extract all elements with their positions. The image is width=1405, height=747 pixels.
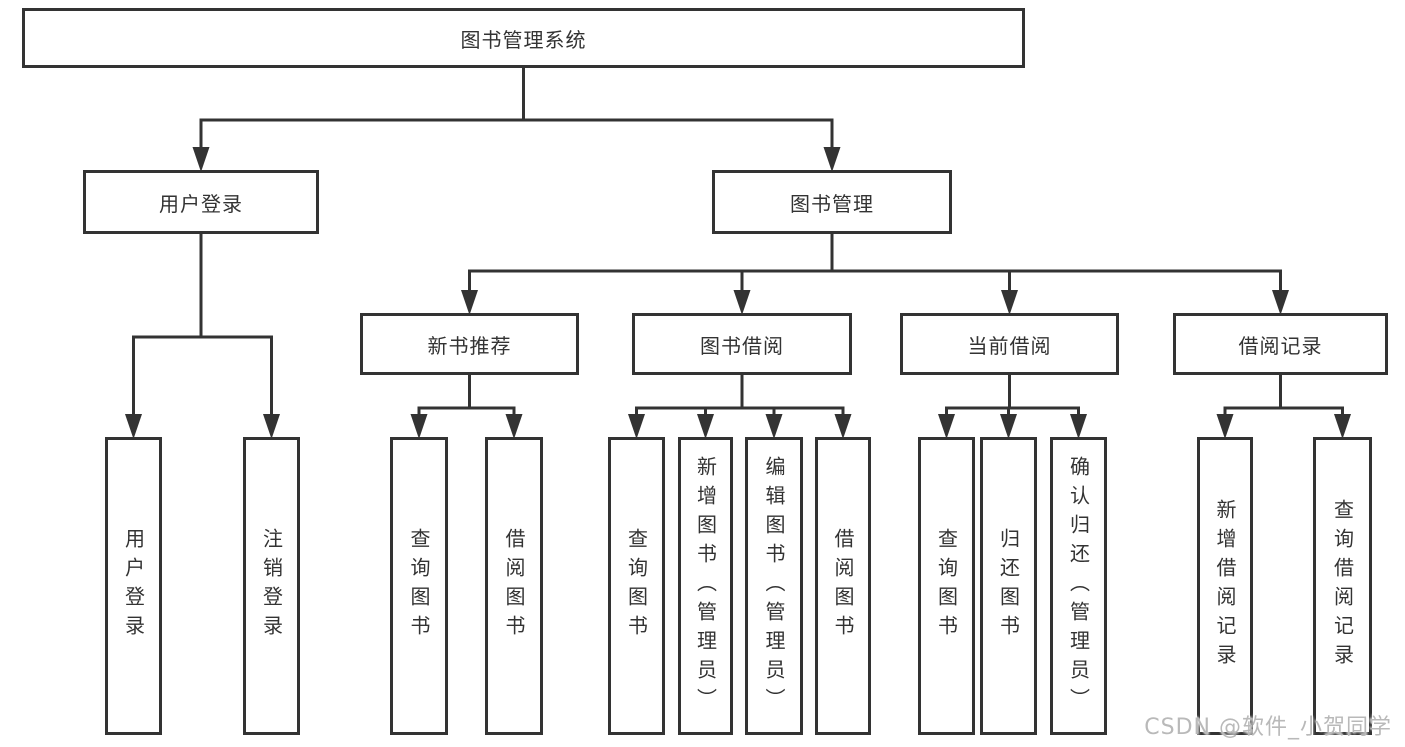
node-br-add: 新增借阅记录	[1197, 437, 1253, 735]
node-bb-borrow: 借阅图书	[815, 437, 871, 735]
node-label: 图书管理	[790, 191, 874, 216]
node-book-mgmt: 图书管理	[712, 170, 952, 234]
node-label: 查询图书	[624, 528, 649, 644]
node-new-books: 新书推荐	[360, 313, 579, 375]
node-label: 借阅记录	[1238, 333, 1323, 358]
node-label: 用户登录	[121, 528, 146, 644]
node-book-borrow: 图书借阅	[632, 313, 852, 375]
node-label: 查询图书	[407, 528, 431, 644]
node-nb-query: 查询图书	[390, 437, 448, 735]
node-label: 注销登录	[259, 528, 284, 644]
node-label: 新书推荐	[427, 333, 512, 358]
node-label: 借阅图书	[831, 528, 855, 644]
node-cb-return: 归还图书	[980, 437, 1037, 735]
node-logout: 注销登录	[243, 437, 300, 735]
node-cb-query: 查询图书	[918, 437, 975, 735]
node-bb-add: 新增图书（管理员）	[678, 437, 733, 735]
node-label: 用户登录	[159, 191, 243, 216]
watermark: CSDN @软件_小贺同学	[1144, 715, 1392, 740]
node-label: 查询借阅记录	[1330, 499, 1355, 673]
node-label: 查询图书	[934, 528, 959, 644]
node-login: 用户登录	[105, 437, 162, 735]
node-user-login: 用户登录	[83, 170, 319, 234]
node-label: 借阅图书	[502, 528, 526, 644]
node-label: 图书管理系统	[460, 27, 587, 52]
node-nb-borrow: 借阅图书	[485, 437, 543, 735]
node-current-borrow: 当前借阅	[900, 313, 1119, 375]
node-borrow-records: 借阅记录	[1173, 313, 1388, 375]
node-label: 图书借阅	[700, 333, 784, 358]
node-bb-edit: 编辑图书（管理员）	[745, 437, 803, 735]
node-bb-query: 查询图书	[608, 437, 665, 735]
node-label: 编辑图书（管理员）	[762, 455, 786, 717]
node-br-query: 查询借阅记录	[1313, 437, 1372, 735]
node-label: 确认归还（管理员）	[1066, 455, 1091, 717]
node-label: 新增借阅记录	[1213, 499, 1237, 673]
node-label: 归还图书	[996, 528, 1021, 644]
node-root: 图书管理系统	[22, 8, 1025, 68]
node-label: 当前借阅	[967, 333, 1052, 358]
node-label: 新增图书（管理员）	[693, 455, 718, 717]
node-cb-confirm: 确认归还（管理员）	[1050, 437, 1107, 735]
